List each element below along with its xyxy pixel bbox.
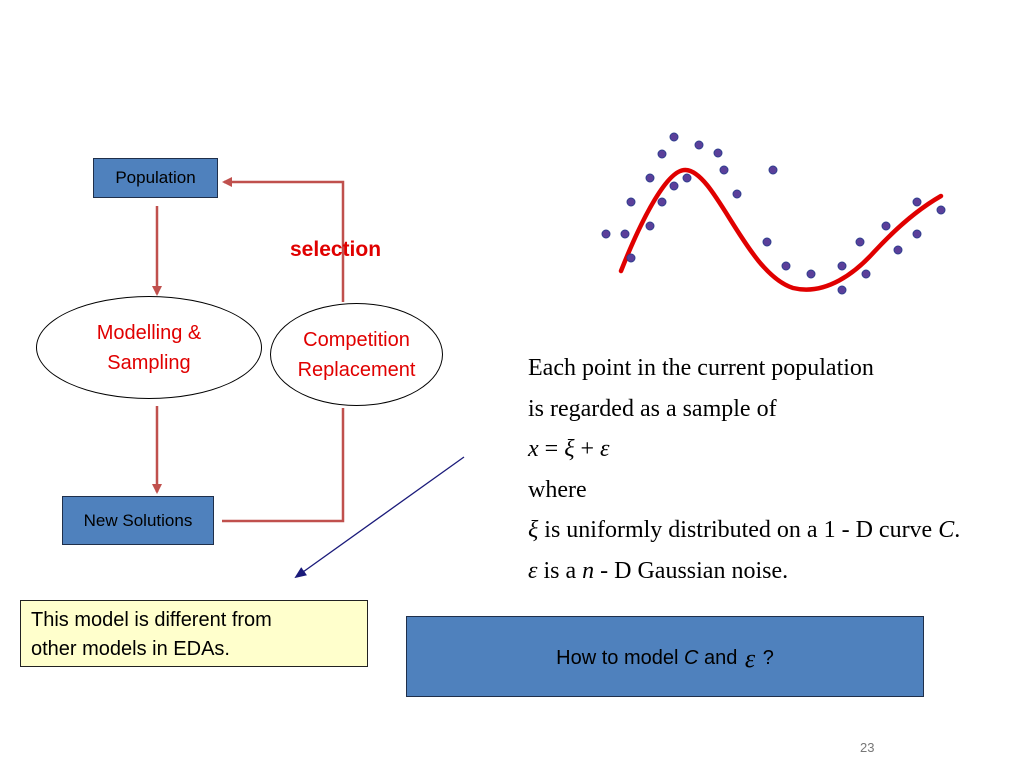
xi-end: . — [954, 517, 961, 543]
math-line-xi: ξ is uniformly distributed on a 1 - D cu… — [528, 514, 960, 555]
question-epsilon-symbol: ε — [744, 643, 756, 673]
sample-point — [682, 173, 692, 183]
sample-point — [669, 181, 679, 191]
sample-point — [912, 197, 922, 207]
sample-point — [732, 189, 742, 199]
sample-point — [912, 229, 922, 239]
pointer-arrow — [294, 456, 465, 579]
sample-point — [645, 173, 655, 183]
sample-point — [669, 132, 679, 142]
eq-plus: + — [574, 436, 601, 462]
note-box: This model is different from other model… — [20, 600, 368, 667]
modelling-label-line2: Sampling — [107, 351, 191, 374]
question-prefix: How to model — [556, 647, 684, 669]
sample-point — [837, 261, 847, 271]
xi-symbol: ξ — [528, 517, 539, 543]
note-line2: other models in EDAs. — [31, 638, 230, 660]
slide-number: 23 — [860, 740, 875, 755]
sample-point — [694, 140, 704, 150]
question-c-symbol: C — [683, 647, 699, 669]
modelling-sampling-ellipse: Modelling & Sampling — [36, 296, 262, 399]
eq-xi: ξ — [564, 436, 575, 462]
sample-point — [601, 229, 611, 239]
connector-new-solutions-to-competition — [222, 408, 345, 523]
sample-point — [713, 148, 723, 158]
competition-replacement-ellipse: Competition Replacement — [270, 303, 443, 406]
sample-point — [781, 261, 791, 271]
question-box: How to model C and ε ? — [406, 616, 924, 697]
xi-text: is uniformly distributed on a 1 - D curv… — [538, 517, 939, 543]
math-equation: x = ξ + ε — [528, 433, 960, 474]
eps-text-a: is a — [537, 557, 583, 584]
sample-point — [645, 221, 655, 231]
math-line-1: Each point in the current population — [528, 355, 874, 381]
math-line-eps: ε is a n - D Gaussian noise. — [528, 555, 960, 596]
population-label: Population — [115, 168, 196, 187]
math-line-2: is regarded as a sample of — [528, 395, 777, 422]
model-description: Each point in the current population is … — [528, 352, 960, 595]
question-mid: and — [698, 647, 743, 669]
eq-eps: ε — [600, 436, 610, 462]
sample-point — [626, 253, 636, 263]
n-symbol: n — [582, 557, 595, 584]
c-symbol: C — [938, 517, 955, 543]
question-suffix: ? — [757, 647, 774, 669]
math-line-where: where — [528, 476, 587, 503]
population-box: Population — [93, 158, 218, 198]
selection-label: selection — [290, 238, 382, 261]
sample-point — [855, 237, 865, 247]
sample-point — [936, 205, 946, 215]
note-line1: This model is different from — [31, 609, 272, 631]
sample-point — [657, 149, 667, 159]
sample-point — [768, 165, 778, 175]
sample-point — [806, 269, 816, 279]
competition-label-line2: Replacement — [297, 358, 416, 381]
arrow-competition-to-population — [222, 177, 345, 302]
sample-point — [861, 269, 871, 279]
eps-text-b: - D Gaussian noise. — [594, 557, 789, 584]
sample-point — [762, 237, 772, 247]
sample-point — [657, 197, 667, 207]
sample-point — [626, 197, 636, 207]
eq-equals: = — [538, 436, 565, 462]
eps-symbol: ε — [528, 557, 538, 584]
eq-x: x — [528, 436, 539, 462]
sample-point — [620, 229, 630, 239]
modelling-label-line1: Modelling & — [96, 321, 202, 344]
new-solutions-box: New Solutions — [62, 496, 214, 545]
sample-point — [893, 245, 903, 255]
sample-point — [837, 285, 847, 295]
sample-point — [881, 221, 891, 231]
sample-point — [719, 165, 729, 175]
sample-points — [601, 132, 946, 295]
new-solutions-label: New Solutions — [83, 510, 193, 530]
competition-label-line1: Competition — [303, 328, 410, 351]
principal-curve — [618, 167, 944, 292]
